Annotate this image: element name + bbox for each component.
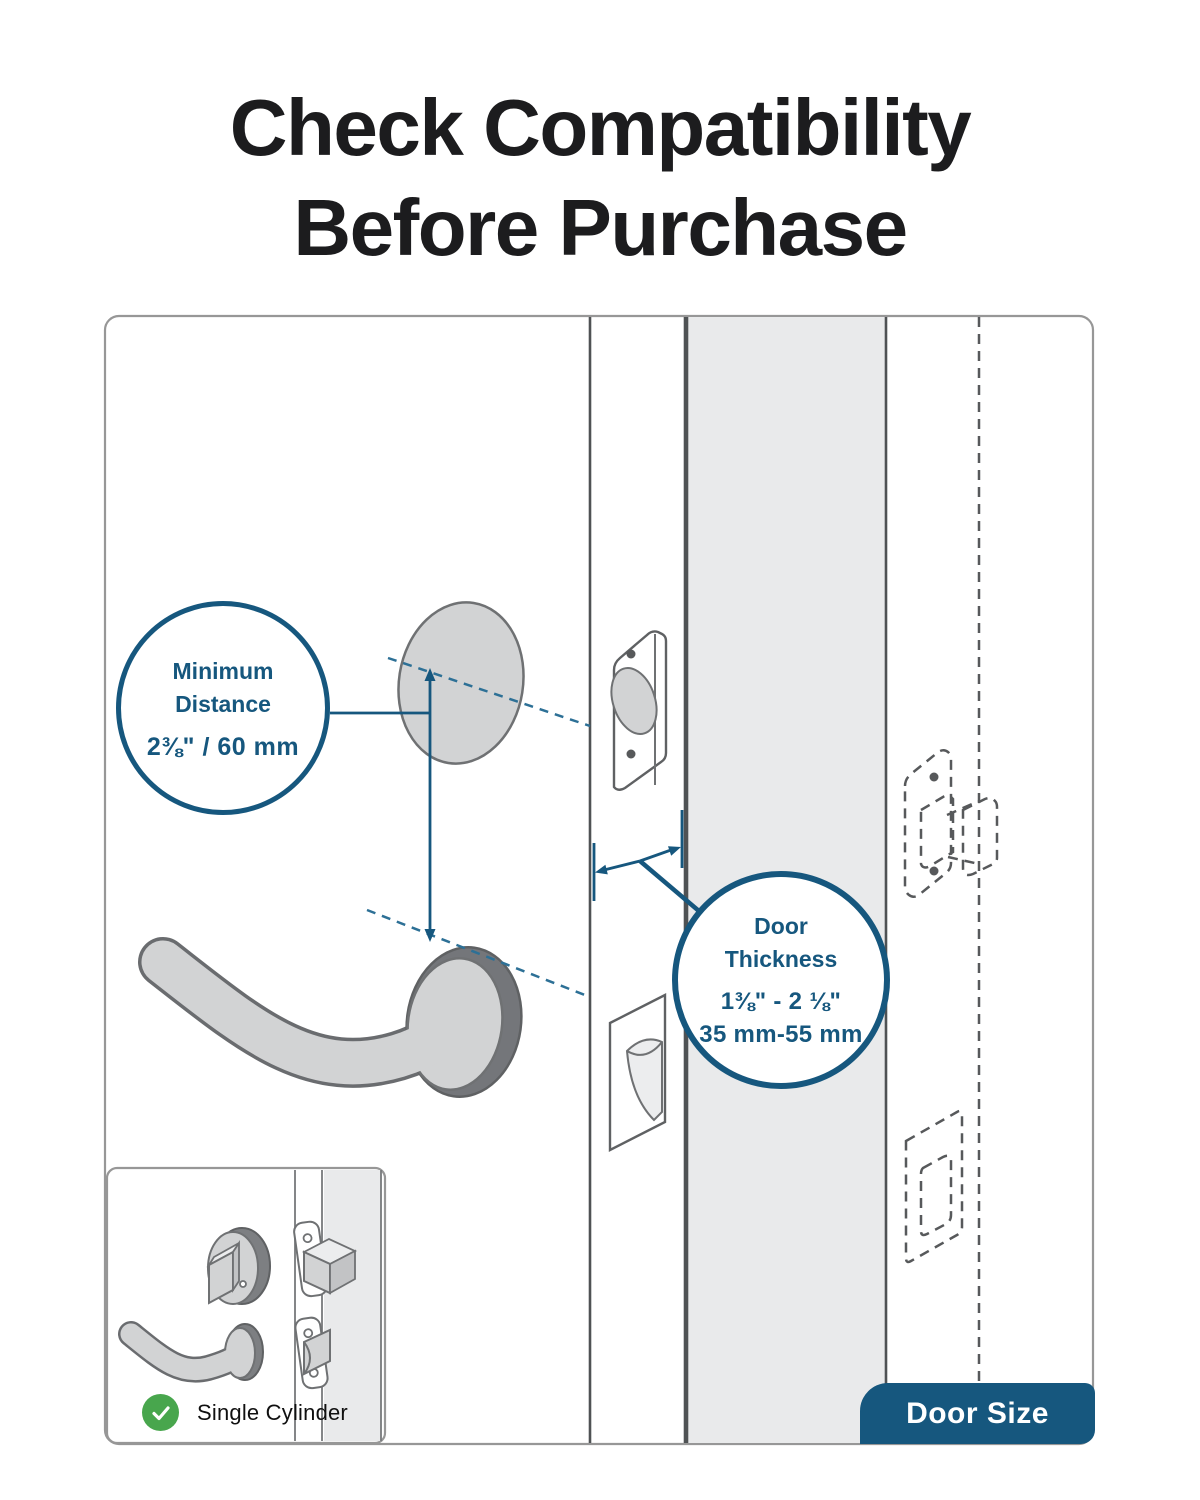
door-thickness-measure — [592, 810, 708, 919]
minimum-distance-callout: Minimum Distance 2⅜" / 60 mm — [116, 601, 330, 815]
page-title: Check Compatibility Before Purchase — [0, 78, 1200, 278]
check-icon — [151, 1405, 170, 1420]
spring-latch-plate — [608, 993, 667, 1152]
door-thickness-value-mm: 35 mm-55 mm — [699, 1020, 863, 1048]
door-thickness-callout: Door Thickness 1⅜" - 2 ⅛" 35 mm-55 mm — [672, 871, 890, 1089]
thumbturn-deadbolt — [206, 1227, 271, 1305]
inset-single-cylinder — [105, 1166, 387, 1445]
door-edge-strip — [588, 317, 687, 1443]
page-title-line1: Check Compatibility — [229, 83, 972, 172]
door-thickness-label-line1: Door — [754, 912, 808, 939]
deadbolt-latch-plate — [610, 630, 668, 791]
strike-plate-dashed-lower — [904, 1109, 964, 1264]
door-size-tag: Door Size — [860, 1383, 1095, 1444]
minimum-distance-label-line2: Distance — [175, 690, 271, 717]
inset-lever-handle — [118, 1321, 264, 1383]
minimum-distance-measure — [330, 668, 436, 942]
alignment-dashed-lines — [366, 656, 591, 999]
minimum-distance-value: 2⅜" / 60 mm — [146, 732, 300, 761]
strike-plate-dashed-upper — [903, 749, 999, 898]
lever-handle — [138, 937, 523, 1098]
page-title-line2: Before Purchase — [293, 183, 908, 272]
check-circle-icon — [142, 1394, 179, 1431]
door-thickness-value-inches: 1⅜" - 2 ⅛" — [720, 987, 842, 1015]
single-cylinder-label: Single Cylinder — [197, 1400, 348, 1425]
inset-spring-latch — [294, 1316, 331, 1390]
door-thickness-label-line2: Thickness — [724, 945, 838, 972]
inset-deadbolt-plate — [293, 1220, 358, 1298]
minimum-distance-label-line1: Minimum — [172, 657, 274, 684]
